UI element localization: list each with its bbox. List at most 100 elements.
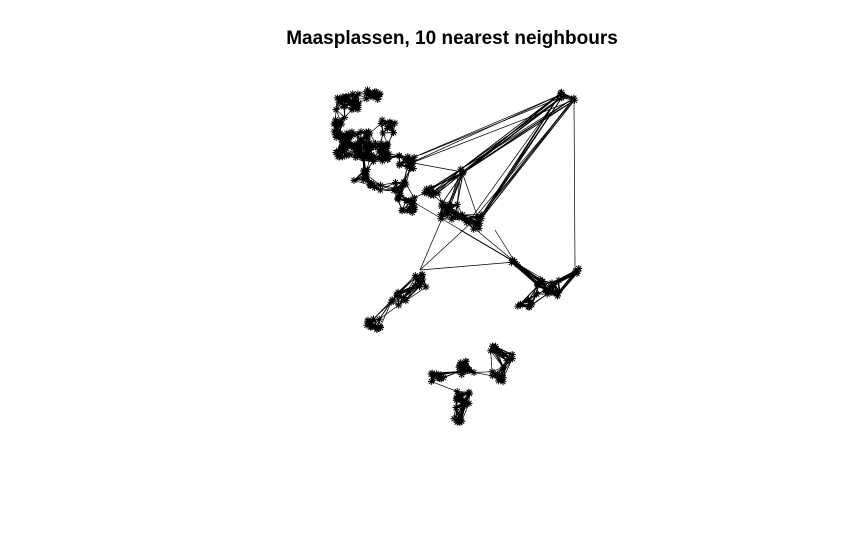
node-marker [373,325,381,333]
node-marker [508,351,516,358]
node-marker [457,359,465,367]
node-marker [348,106,356,114]
node-marker [379,129,387,137]
neighbour-edge [491,366,504,373]
node-marker [342,152,350,160]
neighbour-edge [379,304,399,320]
node-marker [490,347,498,354]
node-marker [378,116,386,124]
neighbour-edge [430,168,462,191]
node-marker [437,202,445,210]
neighbour-edge [495,346,504,368]
node-marker [401,156,409,164]
node-marker [395,301,403,309]
node-marker [356,148,363,156]
neighbour-edge [516,264,539,286]
neighbour-edge [379,302,392,328]
neighbour-edge [481,93,561,219]
node-marker [411,272,419,280]
node-marker [437,375,445,383]
neighbour-edge [419,96,563,156]
neighbour-edge [495,345,513,355]
node-marker [376,141,384,149]
node-marker [459,169,467,177]
node-marker [368,144,376,151]
edge-layer [333,89,580,423]
neighbour-edge [335,109,342,122]
node-marker [415,277,423,285]
neighbour-edge [407,161,463,173]
neighbour-edge [440,207,447,219]
neighbour-edge [380,184,395,191]
node-marker [330,127,338,135]
neighbour-edge [437,172,463,194]
node-marker [332,121,340,129]
node-marker [452,394,460,402]
neighbour-edge [456,173,464,205]
node-marker [387,119,395,127]
node-marker [418,270,426,278]
neighbour-edge [494,350,504,368]
node-marker [465,366,473,374]
node-marker [460,366,467,374]
neighbour-edge [494,229,516,263]
node-marker [555,276,563,284]
node-marker [536,276,544,284]
node-marker [570,94,578,102]
neighbour-edge [353,180,370,186]
node-marker [364,86,371,94]
node-marker [513,261,521,269]
neighbour-edge [396,277,416,295]
node-marker [387,298,395,306]
neighbour-edge [398,285,416,306]
node-marker [457,392,465,400]
node-marker [410,206,418,214]
neighbour-edge [431,381,458,392]
neighbour-edge [405,168,411,185]
neighbour-edge [490,350,508,361]
node-marker [393,290,401,298]
node-marker [532,290,540,298]
node-marker [474,221,482,229]
neighbour-edge [461,171,479,219]
neighbour-edge [414,192,425,199]
node-marker [350,176,358,184]
node-marker [443,211,451,219]
plot-title: Maasplassen, 10 nearest neighbours [286,28,618,49]
node-marker [517,300,525,308]
neighbour-edge [405,286,427,301]
neighbour-edge [396,286,420,295]
node-marker [437,215,445,223]
neighbour-edge [429,171,463,196]
node-marker [463,219,471,227]
node-marker [357,128,365,136]
node-marker [390,186,398,194]
node-marker [470,369,478,376]
neighbour-edge [462,95,564,174]
neighbour-edge [462,97,574,174]
node-marker [336,129,344,137]
node-marker [461,402,469,410]
neighbour-edge [494,350,513,355]
node-marker [434,189,442,197]
node-marker [367,151,375,159]
neighbour-edge [380,182,396,191]
node-marker [492,342,499,350]
node-marker [394,195,402,203]
node-marker [346,141,354,149]
node-marker [524,297,532,305]
node-marker [542,286,550,294]
neighbour-edge [400,183,407,196]
node-marker [448,215,456,223]
node-marker [409,199,417,207]
node-marker [397,191,405,199]
node-marker [341,97,349,105]
node-marker [458,371,466,379]
node-marker [332,106,340,114]
node-marker [428,369,436,377]
node-marker [384,140,392,148]
neighbour-edge [398,286,420,306]
neighbour-edge [419,261,516,271]
node-marker [460,215,468,223]
